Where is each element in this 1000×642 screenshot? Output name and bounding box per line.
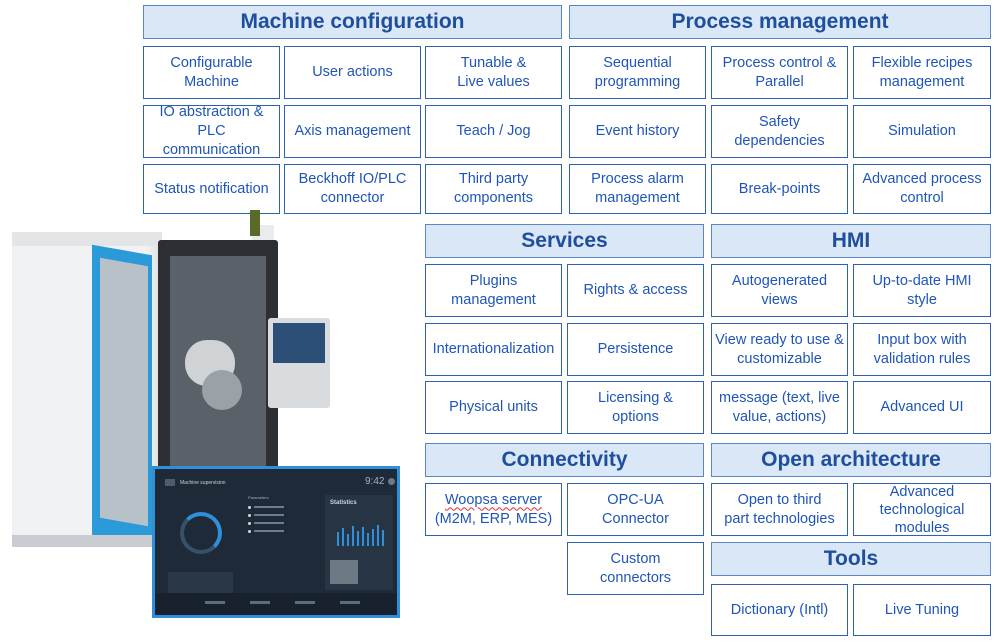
machine-panel-screen: [273, 323, 325, 363]
hmi-clock: 9:42: [365, 476, 385, 487]
cell-flexible-recipes: Flexible recipes management: [853, 46, 991, 99]
machine-signal-tower: [250, 210, 260, 236]
cell-process-alarm: Process alarm management: [569, 164, 706, 214]
hmi-header: HMI: [711, 224, 991, 258]
cell-input-box: Input box with validation rules: [853, 323, 991, 376]
cell-teach-jog: Teach / Jog: [425, 105, 562, 158]
cell-event-history: Event history: [569, 105, 706, 158]
cell-tunable-live-values: Tunable & Live values: [425, 46, 562, 99]
cell-view-ready: View ready to use & customizable: [711, 323, 848, 376]
cell-autogenerated-views: Autogenerated views: [711, 264, 848, 317]
cell-dictionary: Dictionary (Intl): [711, 584, 848, 636]
hmi-status-icon: [388, 478, 395, 485]
cell-user-actions: User actions: [284, 46, 421, 99]
cell-licensing-options: Licensing & options: [567, 381, 704, 434]
cell-opc-ua-connector: OPC-UA Connector: [567, 483, 704, 536]
cell-simulation: Simulation: [853, 105, 991, 158]
cell-open-to-third-part: Open to third part technologies: [711, 483, 848, 536]
hmi-title: Machine supervision: [180, 480, 226, 486]
cell-beckhoff-connector: Beckhoff IO/PLC connector: [284, 164, 421, 214]
hmi-parameters-list: [248, 495, 318, 555]
cell-physical-units: Physical units: [425, 381, 562, 434]
cell-rights-access: Rights & access: [567, 264, 704, 317]
cell-message: message (text, live value, actions): [711, 381, 848, 434]
cell-internationalization: Internationalization: [425, 323, 562, 376]
woopsa-line-1: Woopsa server: [444, 491, 543, 508]
cell-custom-connectors: Custom connectors: [567, 542, 704, 595]
hmi-piece-image: [330, 560, 358, 584]
cell-status-notification: Status notification: [143, 164, 280, 214]
machine-base: [12, 535, 162, 547]
cell-sequential-programming: Sequential programming: [569, 46, 706, 99]
cell-process-control-parallel: Process control & Parallel: [711, 46, 848, 99]
machine-window: [100, 257, 148, 527]
cell-advanced-ui: Advanced UI: [853, 381, 991, 434]
cell-woopsa-server: Woopsa server (M2M, ERP, MES): [425, 483, 562, 536]
cell-live-tuning: Live Tuning: [853, 584, 991, 636]
cell-persistence: Persistence: [567, 323, 704, 376]
process-management-header: Process management: [569, 5, 991, 39]
cell-break-points: Break-points: [711, 164, 848, 214]
hmi-statistics-bars: [335, 520, 387, 546]
cell-advanced-modules: Advanced technological modules: [853, 483, 991, 536]
cell-hmi-style: Up-to-date HMI style: [853, 264, 991, 317]
hmi-logo: [165, 479, 175, 486]
tools-header: Tools: [711, 542, 991, 576]
cell-third-party-components: Third party components: [425, 164, 562, 214]
hmi-parameters-label: Parameters: [248, 495, 269, 500]
services-header: Services: [425, 224, 704, 258]
cell-plugins-management: Plugins management: [425, 264, 562, 317]
open-architecture-header: Open architecture: [711, 443, 991, 477]
woopsa-line-2: (M2M, ERP, MES): [434, 510, 553, 527]
cell-io-abstraction: IO abstraction & PLC communication: [143, 104, 280, 158]
connectivity-header: Connectivity: [425, 443, 704, 477]
machine-configuration-header: Machine configuration: [143, 5, 562, 39]
machine-tool-head: [202, 370, 242, 410]
cell-configurable-machine: Configurable Machine: [143, 46, 280, 99]
machine-top: [12, 232, 162, 246]
hmi-nav-bar: [155, 593, 397, 615]
cell-axis-management: Axis management: [284, 105, 421, 158]
hmi-gauge: [180, 512, 222, 554]
cell-safety-dependencies: Safety dependencies: [711, 105, 848, 158]
hmi-control-buttons: [168, 572, 233, 594]
cell-advanced-process-control: Advanced process control: [853, 164, 991, 214]
hmi-statistics-label: Statistics: [330, 500, 357, 506]
